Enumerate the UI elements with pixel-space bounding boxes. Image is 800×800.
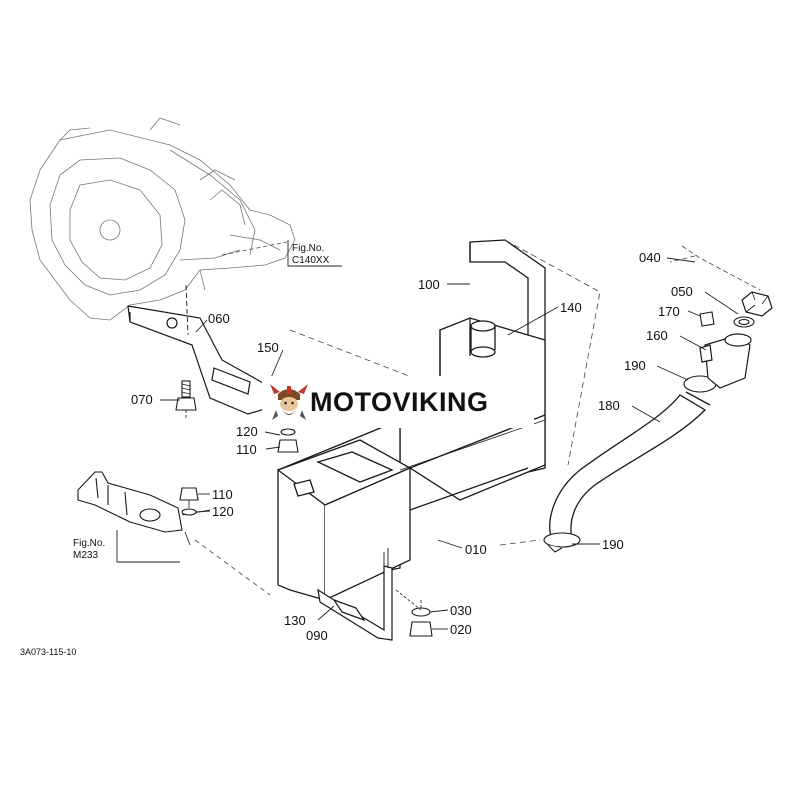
label-190-lower: 190 [602,537,624,552]
label-030: 030 [450,603,472,618]
label-070: 070 [131,392,153,407]
label-150: 150 [257,340,279,355]
fig-ref-c140-line2: C140XX [292,255,330,266]
label-060: 060 [208,311,230,326]
brand-name: MOTOVIKING [310,386,489,417]
label-120-left: 120 [212,504,234,519]
part-190-clamp-lower [543,532,581,553]
part-030-020-nut-washer [395,589,433,637]
part-180-hose [549,391,711,541]
label-100: 100 [418,277,440,292]
label-190-upper: 190 [624,358,646,373]
fig-ref-bracket-m233 [116,530,180,563]
part-110-120-hardware-left [179,487,199,516]
transmission-housing-outline [29,117,296,321]
label-170: 170 [658,304,680,319]
part-050-gasket [733,316,755,328]
label-090: 090 [306,628,328,643]
label-040: 040 [639,250,661,265]
label-160: 160 [646,328,668,343]
label-120-center: 120 [236,424,258,439]
part-170-plug [699,311,715,327]
label-020: 020 [450,622,472,637]
label-010: 010 [465,542,487,557]
cap-group-bracket [669,245,761,291]
label-050: 050 [671,284,693,299]
fig-ref-c140-line1: Fig.No. [292,243,324,254]
part-060-bracket [127,284,273,415]
part-040-cap [741,291,773,317]
part-070-bolt [175,380,197,420]
part-110-120-hardware-center [277,410,299,453]
fig-ref-bracket-c140 [287,240,342,267]
viking-logo-icon [270,384,308,420]
part-090-strap [317,548,393,641]
part-labels: 040 050 170 160 190 180 190 100 140 060 … [20,243,693,657]
leader-lines [160,257,739,630]
label-140: 140 [560,300,582,315]
part-160-fitting [699,333,752,389]
fig-ref-m233-line2: M233 [73,550,98,561]
fig-ref-leader-m233 [194,539,271,596]
brand-watermark: MOTOVIKING [262,376,534,428]
label-180: 180 [598,398,620,413]
label-110-center: 110 [236,442,257,457]
fig-ref-m233-line1: Fig.No. [73,538,105,549]
label-130: 130 [284,613,306,628]
diagram-code: 3A073-115-10 [20,647,76,657]
label-110-left: 110 [212,487,233,502]
